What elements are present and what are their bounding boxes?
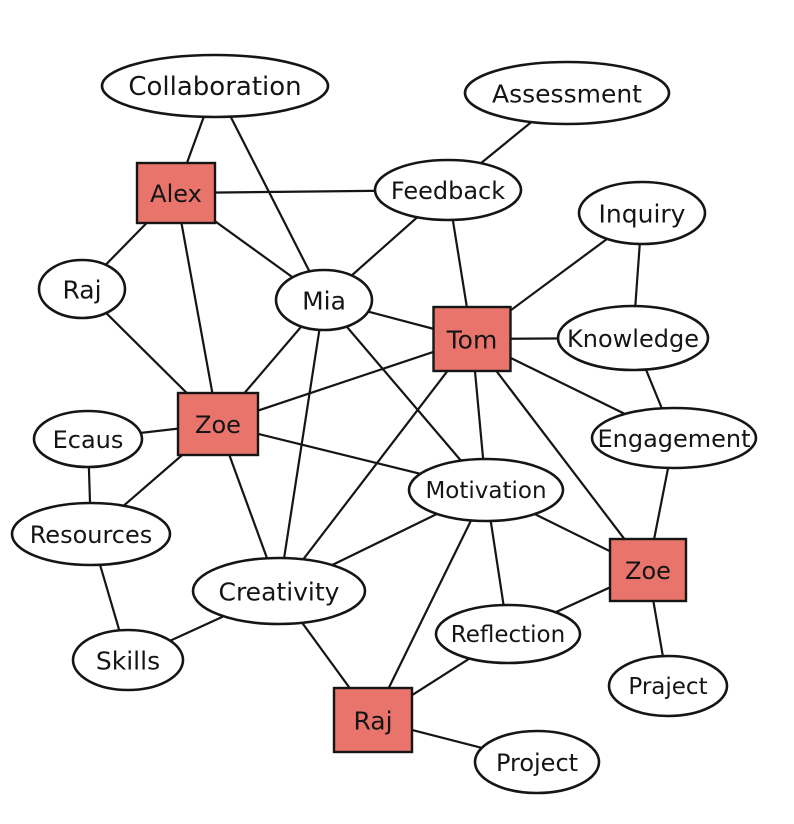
node-label: Tom bbox=[446, 326, 498, 355]
node-tom: Tom bbox=[432, 305, 512, 373]
node-knowledge: Knowledge bbox=[556, 304, 710, 372]
node-reflection: Reflection bbox=[434, 603, 582, 665]
edge-tom-creativity bbox=[277, 337, 474, 593]
concept-ellipse bbox=[434, 603, 582, 665]
node-ecaus: Ecaus bbox=[32, 409, 144, 469]
node-project: Project bbox=[473, 729, 601, 795]
node-zoe-left: Zoe bbox=[176, 391, 260, 457]
node-label: Assessment bbox=[492, 80, 642, 109]
node-mia: Mia bbox=[274, 268, 374, 332]
concept-ellipse bbox=[577, 180, 707, 246]
node-label: Project bbox=[496, 749, 578, 777]
concept-ellipse bbox=[556, 304, 710, 372]
node-raj-bottom: Raj bbox=[332, 686, 414, 754]
node-praject: Praject bbox=[607, 654, 729, 718]
concept-ellipse bbox=[607, 654, 729, 718]
person-box bbox=[332, 686, 414, 754]
concept-ellipse bbox=[10, 501, 172, 567]
node-label: Zoe bbox=[625, 557, 671, 585]
node-label: Raj bbox=[62, 276, 101, 305]
concept-ellipse bbox=[100, 53, 330, 119]
node-inquiry: Inquiry bbox=[577, 180, 707, 246]
node-label: Praject bbox=[628, 674, 707, 700]
concept-ellipse bbox=[407, 457, 565, 523]
node-label: Resources bbox=[30, 521, 153, 549]
concept-ellipse bbox=[37, 258, 127, 320]
concept-ellipse bbox=[473, 729, 601, 795]
node-label: Inquiry bbox=[599, 200, 686, 229]
node-label: Alex bbox=[150, 180, 202, 208]
concept-ellipse bbox=[32, 409, 144, 469]
node-zoe-right: Zoe bbox=[608, 537, 688, 603]
node-label: Feedback bbox=[391, 177, 505, 205]
node-label: Reflection bbox=[451, 622, 565, 648]
node-engagement: Engagement bbox=[590, 406, 758, 470]
node-label: Ecaus bbox=[53, 426, 124, 454]
concept-ellipse bbox=[191, 556, 367, 626]
edge-tom-zoe_right bbox=[470, 337, 650, 572]
node-assessment: Assessment bbox=[463, 60, 671, 126]
node-label: Collaboration bbox=[128, 72, 301, 102]
person-box bbox=[432, 305, 512, 373]
concept-ellipse bbox=[590, 406, 758, 470]
node-feedback: Feedback bbox=[373, 158, 523, 222]
concept-ellipse bbox=[463, 60, 671, 126]
node-motivation: Motivation bbox=[407, 457, 565, 523]
edge-motivation-raj_bottom bbox=[371, 488, 488, 722]
node-label: Engagement bbox=[597, 425, 750, 453]
node-raj-left: Raj bbox=[37, 258, 127, 320]
edge-alex-zoe_left bbox=[174, 191, 220, 426]
edge-mia-motivation bbox=[322, 298, 488, 492]
person-box bbox=[608, 537, 688, 603]
node-label: Zoe bbox=[195, 411, 241, 439]
node-label: Creativity bbox=[219, 578, 340, 607]
node-label: Motivation bbox=[425, 478, 546, 504]
person-box bbox=[176, 391, 260, 457]
person-box bbox=[135, 161, 217, 225]
node-skills: Skills bbox=[71, 628, 185, 692]
concept-ellipse bbox=[71, 628, 185, 692]
node-resources: Resources bbox=[10, 501, 172, 567]
node-collaboration: Collaboration bbox=[100, 53, 330, 119]
node-label: Mia bbox=[302, 287, 346, 316]
edge-tom-zoe_left bbox=[216, 337, 474, 426]
node-alex: Alex bbox=[135, 161, 217, 225]
node-label: Skills bbox=[96, 647, 160, 676]
concept-ellipse bbox=[373, 158, 523, 222]
node-label: Raj bbox=[353, 707, 392, 736]
node-label: Knowledge bbox=[567, 325, 699, 353]
concept-ellipse bbox=[274, 268, 374, 332]
node-creativity: Creativity bbox=[191, 556, 367, 626]
